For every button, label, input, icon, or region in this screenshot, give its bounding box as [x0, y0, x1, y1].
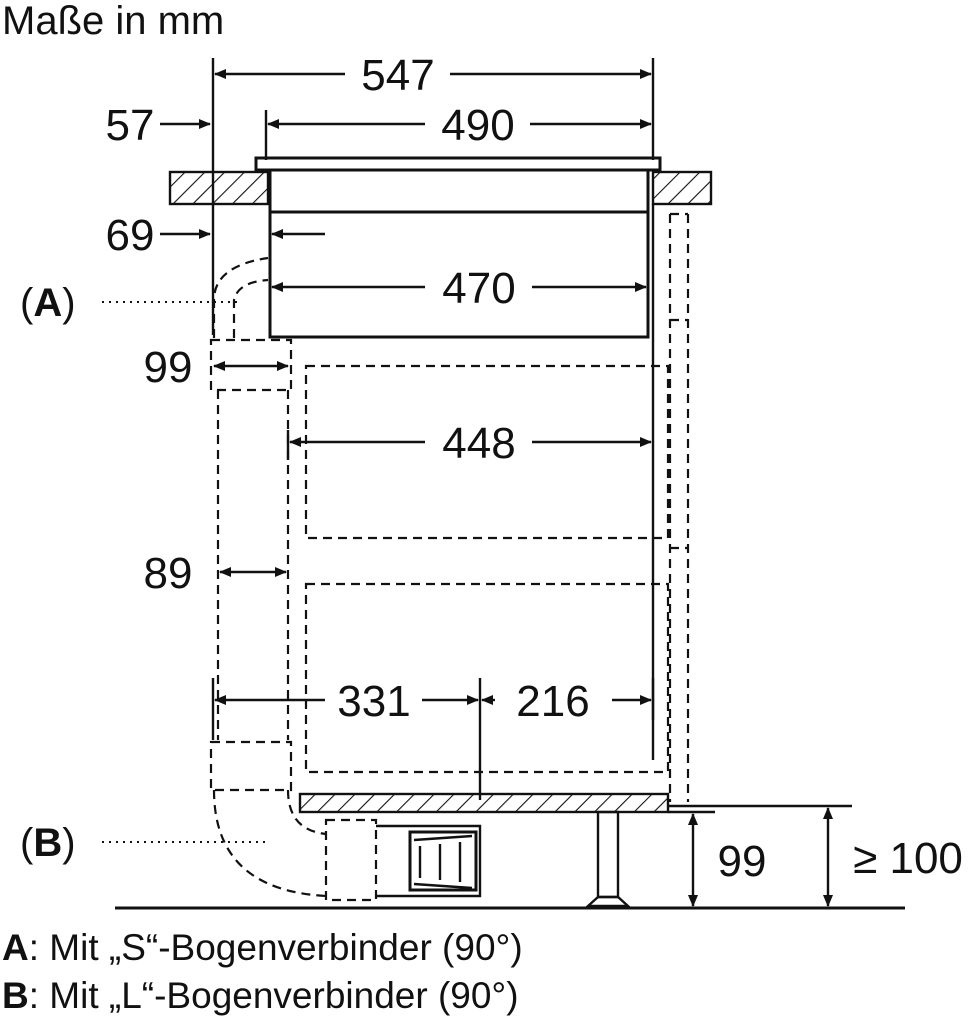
dimension-547: 547 [361, 51, 434, 100]
plinth-shelf [115, 792, 905, 910]
dimension-labels: 547 490 57 69 470 99 448 89 331 216 99 ≥… [106, 51, 963, 886]
dimension-min-100: ≥ 100 [853, 834, 963, 883]
dimension-89: 89 [144, 549, 193, 598]
callout-b: (B) [20, 821, 76, 865]
legend: A: Mit „S“-Bogenverbinder (90°) B: Mit „… [2, 927, 523, 1016]
dimension-470: 470 [442, 264, 515, 313]
cabinet-walls [651, 204, 690, 802]
duct-system [209, 256, 482, 902]
callout-labels: (A) (B) [20, 281, 76, 865]
dimension-lines [160, 69, 833, 907]
dimension-216: 216 [516, 677, 589, 726]
drawers [304, 364, 670, 774]
dimension-448: 448 [442, 419, 515, 468]
dimension-490: 490 [441, 101, 514, 150]
callout-leaders [102, 301, 270, 843]
legend-b: B: Mit „L“-Bogenverbinder (90°) [2, 975, 519, 1016]
cooktop [254, 156, 662, 339]
legend-a: A: Mit „S“-Bogenverbinder (90°) [2, 927, 523, 968]
dimension-99-upper: 99 [144, 343, 193, 392]
dimension-57: 57 [106, 101, 155, 150]
worktop [168, 170, 713, 206]
dimension-69: 69 [106, 211, 155, 260]
dimension-331: 331 [337, 677, 410, 726]
dimension-99-lower: 99 [718, 837, 767, 886]
drawing-title: Maße in mm [2, 0, 224, 43]
callout-a: (A) [20, 281, 76, 325]
